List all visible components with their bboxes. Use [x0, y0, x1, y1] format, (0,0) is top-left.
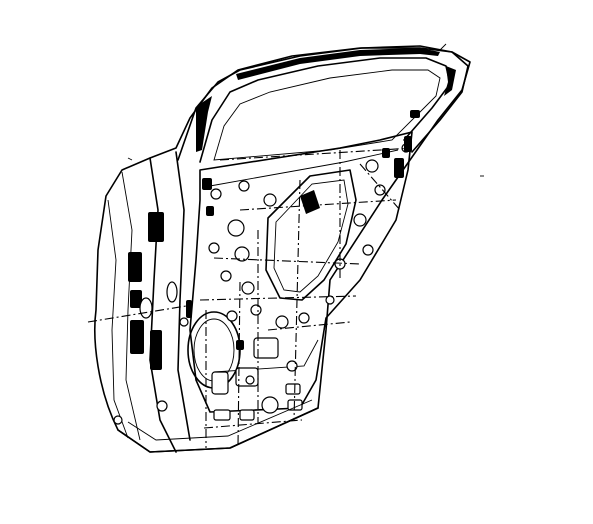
window-opening: [213, 69, 441, 161]
window-frame-inner: [199, 57, 451, 163]
hinge-pillar-features: [113, 212, 178, 425]
window-channel-blacks: [236, 48, 440, 80]
bottom-hem: [117, 407, 319, 453]
door-outer-outline: [94, 47, 471, 453]
fastener-holes: [179, 143, 411, 385]
window-frame-outer: [177, 45, 469, 161]
inner-panel: [189, 131, 413, 413]
hinge-pillar: [149, 157, 177, 453]
latch-features: [186, 110, 420, 350]
reference-lines: [87, 147, 413, 448]
lower-openings: [211, 337, 303, 421]
